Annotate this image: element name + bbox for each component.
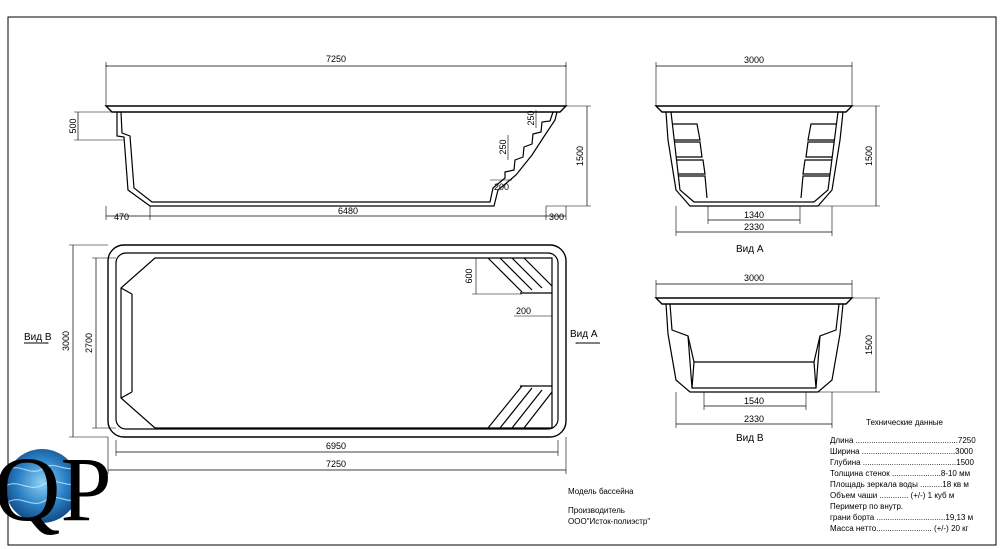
tech-title: Технические данные [866,418,944,427]
tech-row: Периметр по внутр. [830,502,903,511]
end-view-b [654,280,880,428]
sheet-frame [7,16,997,546]
view-b-label: Вид В [736,433,764,444]
tech-row: Площадь зеркала воды ..........18 кв м [830,480,969,489]
plan-inner-length-label: 6950 [326,441,346,451]
tech-row: Объем чаши ............. (+/-) 1 куб м [830,491,954,500]
side-step-height-b-label: 250 [498,139,508,154]
arrow-view-b-label: Вид В [24,332,52,343]
maker-name: ООО"Исток-полиэстр" [568,517,650,526]
side-step-width-label: 200 [494,182,509,192]
plan-inner-width-label: 2700 [84,333,94,353]
tech-data-table: Технические данные Длина ...............… [830,418,976,533]
side-top-step-label: 500 [68,118,78,133]
plan-outer-length-label: 7250 [326,459,346,469]
plan-outer-width-label: 3000 [61,331,71,351]
maker-label: Производитель [568,506,625,515]
side-left-ledge-label: 470 [114,212,129,222]
side-inner-length-label: 6480 [338,206,358,216]
view-a-bottom-width-label: 1340 [744,210,764,220]
view-a-overall-width-label: 2330 [744,222,764,232]
end-view-a [654,62,880,236]
side-step-height-a-label: 250 [526,110,536,125]
tech-row: грани борта ............................… [830,513,973,522]
tech-row: Ширина .................................… [830,447,974,456]
plan-step-width-label: 200 [516,306,531,316]
view-b-bottom-width-label: 1540 [744,396,764,406]
tech-row: Толщина стенок ......................8-1… [830,469,970,478]
view-b-width-label: 3000 [744,273,764,283]
logo-text: QP [0,438,112,540]
side-right-ledge-label: 300 [549,212,564,222]
arrow-view-a-label: Вид А [570,329,598,340]
view-a-label: Вид А [736,244,764,255]
tech-row: Масса нетто......................... (+/… [830,524,969,533]
view-b-depth-label: 1500 [864,335,874,355]
side-view [74,62,591,220]
model-label: Модель бассейна [568,487,634,496]
view-a-width-label: 3000 [744,55,764,65]
qp-logo: QP [0,438,112,540]
side-depth-label: 1500 [575,146,585,166]
side-length-label: 7250 [326,54,346,64]
tech-row: Глубина ................................… [830,458,974,467]
tech-row: Длина ..................................… [830,436,976,445]
plan-step-depth-label: 600 [464,268,474,283]
view-a-depth-label: 1500 [864,146,874,166]
view-b-overall-width-label: 2330 [744,414,764,424]
plan-view [24,244,600,474]
